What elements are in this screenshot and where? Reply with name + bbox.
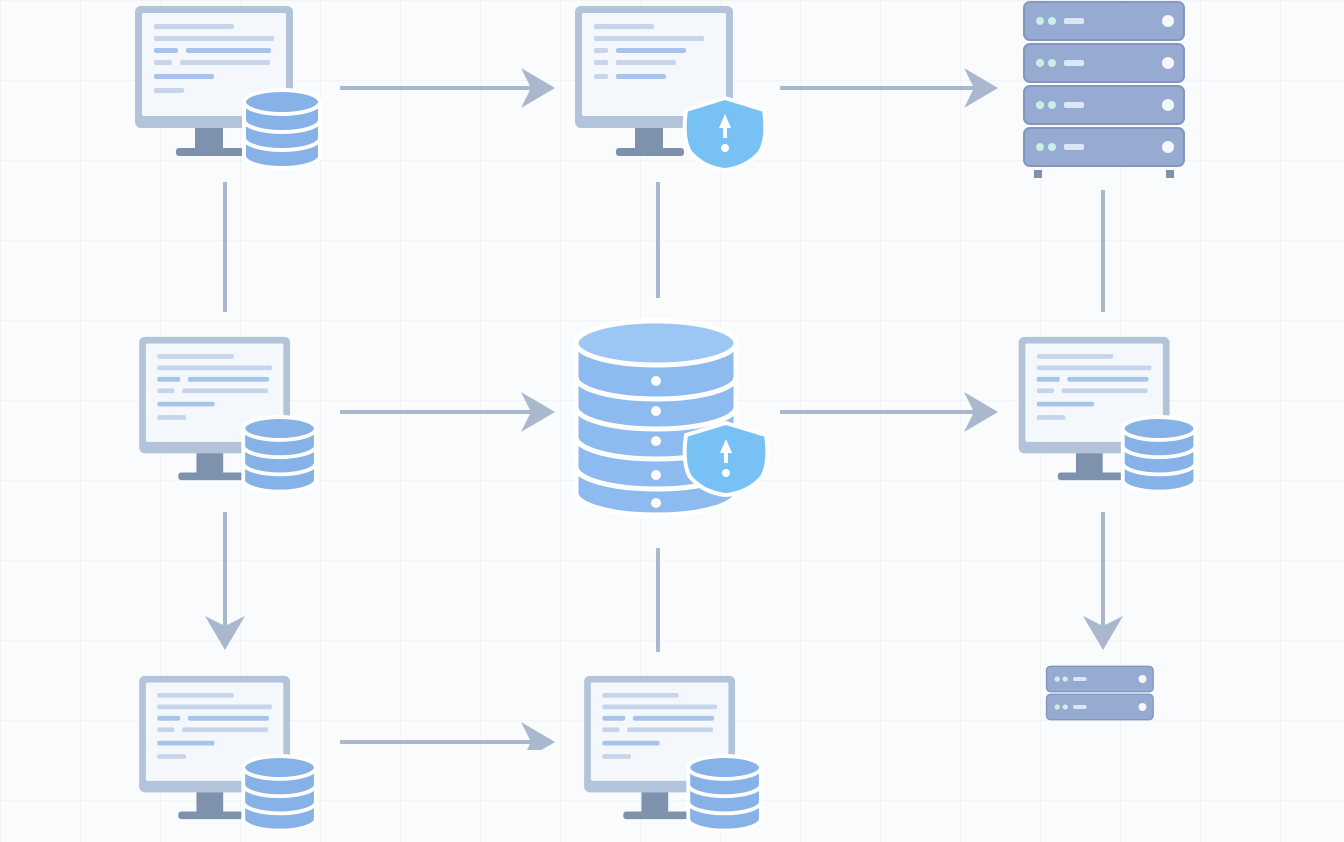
workstation-db-bottom-center <box>570 672 775 842</box>
network-diagram <box>130 0 1202 833</box>
arrowhead-icon <box>964 392 998 432</box>
monitor-icon <box>575 6 733 156</box>
server-rack-top-right <box>1020 0 1190 180</box>
connector-central-database-to-workstation-db-middle-right <box>780 392 998 432</box>
server-unit <box>1045 665 1154 693</box>
workstation-shield-top-center <box>570 2 775 180</box>
server-unit <box>1023 1 1185 41</box>
arrowhead-icon <box>964 68 998 108</box>
server-unit <box>1023 85 1185 125</box>
connector-workstation-db-bottom-left-to-workstation-db-bottom-center <box>340 722 555 750</box>
arrowhead-icon <box>521 722 555 750</box>
connector-workstation-db-top-left-to-workstation-shield-top-center <box>340 68 555 108</box>
arrowhead-icon <box>205 616 245 650</box>
database-icon <box>686 754 763 833</box>
workstation-db-middle-right <box>1012 333 1202 503</box>
workstation-db-top-left <box>130 2 325 180</box>
arrowhead-icon <box>521 68 555 108</box>
arrowhead-icon <box>521 392 555 432</box>
workstation-db-middle-left <box>130 333 325 503</box>
server-unit <box>1045 693 1154 721</box>
server-rack-bottom-right <box>1018 665 1183 785</box>
connector-workstation-db-middle-left-to-central-database <box>340 392 555 432</box>
database-icon <box>1120 415 1198 494</box>
connector-workstation-db-middle-left-to-workstation-db-bottom-left <box>205 512 245 650</box>
connector-workstation-db-middle-right-to-server-rack-bottom-right <box>1083 512 1123 650</box>
arrowhead-icon <box>1083 616 1123 650</box>
database-icon <box>241 415 318 494</box>
shield-icon <box>682 95 768 173</box>
shield-icon <box>682 420 770 498</box>
connector-workstation-shield-top-center-to-server-rack-top-right <box>780 68 998 108</box>
server-unit <box>1023 127 1185 167</box>
connection-layer <box>205 68 1123 750</box>
server-rack-icon <box>1023 1 1185 178</box>
workstation-db-bottom-left <box>130 672 325 842</box>
server-unit <box>1023 43 1185 83</box>
server-rack-icon <box>1045 665 1154 721</box>
database-icon <box>242 88 322 170</box>
database-icon <box>241 754 318 833</box>
central-database <box>570 315 775 525</box>
